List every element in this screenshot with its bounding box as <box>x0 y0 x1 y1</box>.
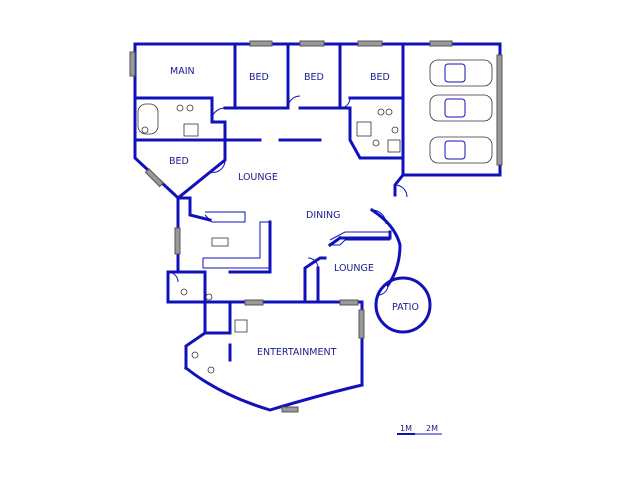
toilet-icon <box>141 126 149 134</box>
windows <box>129 40 503 413</box>
garage-cars <box>429 59 493 164</box>
scale-label-2m: 2M <box>426 424 438 433</box>
room-label-bed: BED <box>169 156 189 167</box>
room-label-lounge: LOUNGE <box>334 263 374 274</box>
scale-label-1m: 1M <box>400 424 412 433</box>
basin-icon <box>186 104 194 112</box>
shower-icon <box>356 121 372 137</box>
room-label-patio: PATIO <box>392 302 419 313</box>
room-label-entertainment: ENTERTAINMENT <box>257 347 337 358</box>
toilet-icon <box>207 366 215 374</box>
room-label-bed: BED <box>304 72 324 83</box>
basin-icon <box>180 288 188 296</box>
shower-icon <box>387 139 401 153</box>
room-label-dining: DINING <box>306 210 341 221</box>
room-label-bed: BED <box>249 72 269 83</box>
doors <box>167 95 408 296</box>
room-label-bed: BED <box>370 72 390 83</box>
car-icon <box>429 94 493 122</box>
car-icon <box>429 59 493 87</box>
toilet-icon <box>372 139 380 147</box>
car-icon <box>429 136 493 164</box>
toilet-icon <box>205 293 213 301</box>
stove-icon <box>211 237 229 247</box>
kitchen-counters <box>202 211 390 269</box>
room-labels: MAIN BED BED BED BED LOUNGE DINING LOUNG… <box>169 66 419 358</box>
patio-circle <box>374 276 432 334</box>
room-label-main: MAIN <box>170 66 195 77</box>
basin-icon <box>191 351 199 359</box>
basin-icon <box>385 108 393 116</box>
room-label-lounge: LOUNGE <box>238 172 278 183</box>
shower-icon <box>183 123 199 137</box>
toilet-icon <box>391 126 399 134</box>
fireplace-icon <box>234 319 248 333</box>
bathtub-icon <box>137 103 159 135</box>
basin-icon <box>176 104 184 112</box>
scale-bar: 1M 2M <box>397 424 442 435</box>
basin-icon <box>377 108 385 116</box>
bathroom-fixtures <box>137 103 401 374</box>
